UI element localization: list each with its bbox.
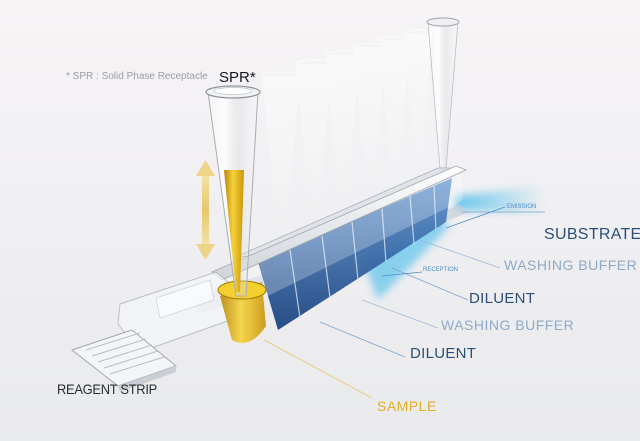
spr-tip-far (426, 17, 460, 169)
reagent-strip-label: REAGENT STRIP (57, 381, 157, 397)
leader-lines (263, 206, 545, 399)
reception-label: RECEPTION (423, 267, 459, 273)
well-label-sample: SAMPLE (377, 398, 437, 414)
well-label-diluent-1: DILUENT (469, 290, 536, 307)
ghost-tip-trail (261, 29, 433, 225)
well-label-washing-buffer-1: WASHING BUFFER (504, 257, 638, 273)
well-label-diluent-2: DILUENT (410, 345, 477, 362)
spr-footnote: * SPR : Solid Phase Receptacle (66, 71, 208, 82)
well-label-substrate: SUBSTRATE (544, 226, 640, 243)
well-label-washing-buffer-2: WASHING BUFFER (441, 317, 575, 333)
emission-label: EMISSION (507, 204, 537, 210)
up-down-arrow-icon (196, 160, 215, 260)
reagent-strip-handle (70, 329, 178, 392)
sample-well (217, 280, 267, 343)
spr-tip-main (205, 85, 261, 297)
reagent-strip (117, 165, 470, 353)
spr-label: SPR* (219, 69, 256, 86)
